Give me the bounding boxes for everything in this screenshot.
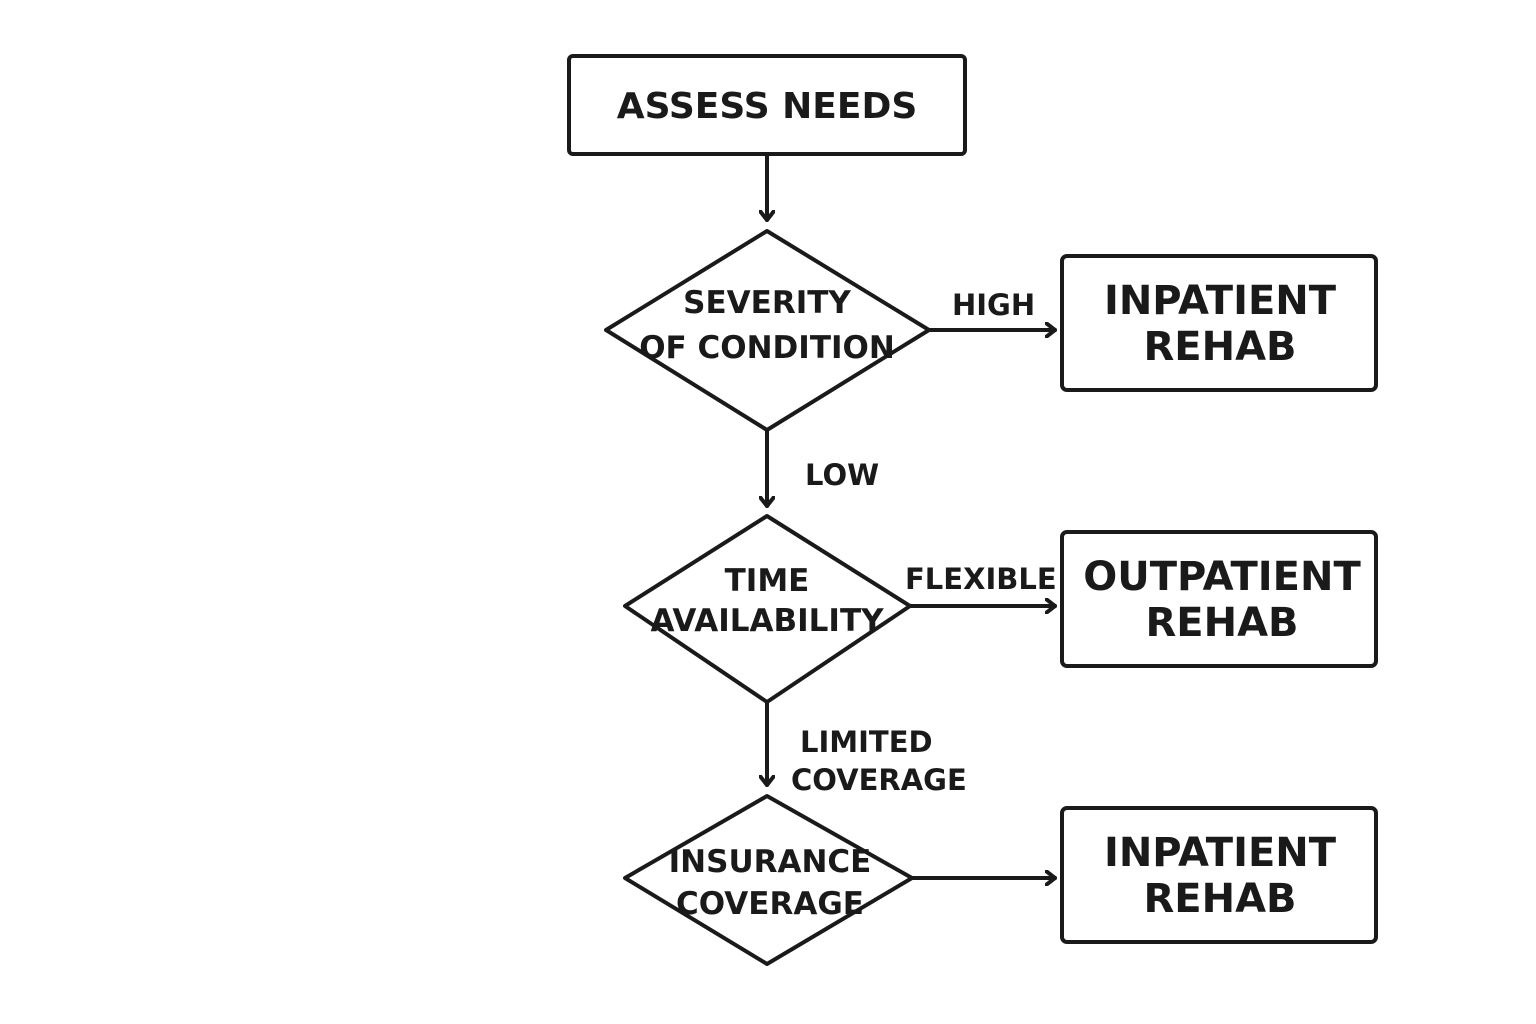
time-label-line2: AVAILABILITY: [650, 603, 884, 639]
assess-needs-node: ASSESS NEEDS: [567, 54, 967, 156]
outpatient-rehab-line1: OUTPATIENT: [1083, 554, 1361, 600]
edge-limited-label-line2: COVERAGE: [791, 763, 967, 797]
edge-limited-label-line1: LIMITED: [800, 725, 933, 759]
insurance-label-line2: COVERAGE: [676, 886, 864, 922]
inpatient-rehab-top-line1: INPATIENT: [1104, 278, 1337, 324]
severity-decision-node: SEVERITY OF CONDITION: [604, 229, 931, 432]
edge-high-label: HIGH: [952, 288, 1035, 322]
insurance-label-line1: INSURANCE: [669, 844, 872, 880]
inpatient-rehab-node-bottom: INPATIENT REHAB: [1060, 806, 1378, 944]
insurance-coverage-decision-node: INSURANCE COVERAGE: [623, 794, 914, 966]
inpatient-rehab-bottom-line2: REHAB: [1143, 876, 1296, 922]
time-label-line1: TIME: [725, 563, 810, 599]
time-availability-decision-node: TIME AVAILABILITY: [623, 514, 912, 704]
edge-low-label: LOW: [805, 458, 879, 492]
inpatient-rehab-bottom-line1: INPATIENT: [1104, 830, 1337, 876]
outpatient-rehab-node: OUTPATIENT REHAB: [1060, 530, 1378, 668]
inpatient-rehab-node-top: INPATIENT REHAB: [1060, 254, 1378, 392]
outpatient-rehab-line2: REHAB: [1145, 600, 1298, 646]
edge-flexible-label: FLEXIBLE: [905, 562, 1057, 596]
inpatient-rehab-top-line2: REHAB: [1143, 324, 1296, 370]
assess-needs-label: ASSESS NEEDS: [617, 86, 918, 127]
severity-label-line2: OF CONDITION: [639, 330, 895, 366]
severity-label-line1: SEVERITY: [683, 285, 851, 321]
